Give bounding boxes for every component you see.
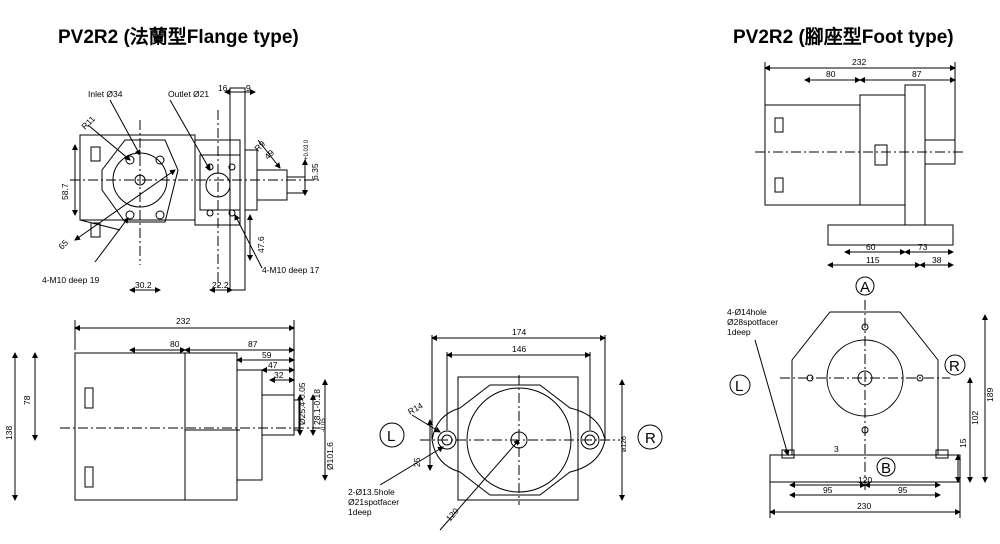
dim-146: 146 <box>512 344 526 354</box>
dim-r11: R11 <box>79 114 97 132</box>
dim-9: 9 <box>246 83 251 93</box>
dim-138: 138 <box>4 426 14 440</box>
dim-126: ø126 <box>621 436 628 452</box>
dim-6-35: 6.35 <box>310 163 320 180</box>
dim-120: 120 <box>444 506 461 524</box>
foot-dim-102: 102 <box>970 411 980 425</box>
foot-dim-15: 15 <box>958 438 968 448</box>
dim-78: 78 <box>22 395 32 405</box>
port-r-label: R <box>645 430 656 447</box>
flange-top-labels: Inlet Ø34 Outlet Ø21 16 9 R11 R9 49 58.7… <box>42 83 320 290</box>
port-l-label: L <box>387 428 395 445</box>
foot-dim-3: 3 <box>834 444 839 454</box>
foot-type-title: PV2R2 (腳座型Foot type) <box>733 27 954 48</box>
dim-25: 25 <box>412 457 422 467</box>
dim-174: 174 <box>512 327 526 337</box>
flange-front-view <box>379 335 663 531</box>
dim-59: 59 <box>262 350 272 360</box>
foot-front-labels: A B L R 4-Ø14hole Ø28spotfacer 1deep 189… <box>727 279 995 511</box>
dim-6-35-tol: +0.03 0 <box>304 139 310 160</box>
dim-49: 49 <box>262 147 276 161</box>
flange-side-labels: 232 80 87 59 47 32 78 138 Ø25.4-0.05 28.… <box>4 316 335 470</box>
dim-25-4: Ø25.4-0.05 <box>297 382 307 425</box>
hole-label-3: 1deep <box>348 507 372 517</box>
foot-port-r-label: R <box>949 358 960 375</box>
foot-port-l-label: L <box>735 378 743 395</box>
dim-22-2: 22.2 <box>212 280 229 290</box>
foot-front-view <box>729 276 988 518</box>
dim-58-7: 58.7 <box>60 183 70 200</box>
foot-top-view <box>755 62 965 268</box>
dim-16: 16 <box>218 83 228 93</box>
dim-65: 65 <box>56 237 70 251</box>
outlet-label: Outlet Ø21 <box>168 89 209 99</box>
flange-type-title: PV2R2 (法蘭型Flange type) <box>58 27 299 48</box>
mark-b-label: B <box>881 460 891 477</box>
foot-dim-230: 230 <box>857 501 871 511</box>
dim-101-6-tol: -0.05 <box>321 418 327 432</box>
dim-28-1: 28.1-0.18 <box>312 389 322 425</box>
dim-87: 87 <box>248 339 258 349</box>
dim-80: 80 <box>170 339 180 349</box>
m10-deep17-label: 4-M10 deep 17 <box>262 265 319 275</box>
foot-dim-87: 87 <box>912 69 922 79</box>
inlet-label: Inlet Ø34 <box>88 89 123 99</box>
m10-deep19-label: 4-M10 deep 19 <box>42 275 99 285</box>
dim-101-6: Ø101.6 <box>325 442 335 470</box>
flange-top-view <box>70 87 320 293</box>
dim-47-6: 47.6 <box>256 236 266 253</box>
foot-dim-38: 38 <box>932 255 942 265</box>
foot-dim-120: 120 <box>858 475 872 485</box>
flange-side-view <box>12 320 328 501</box>
foot-hole-label-1: 4-Ø14hole <box>727 307 767 317</box>
flange-front-labels: 174 146 R14 25 ø126 120 L R 2-Ø13.5hole … <box>348 327 656 523</box>
mark-a-label: A <box>860 279 870 296</box>
hole-label-2: Ø21spotfacer <box>348 497 399 507</box>
foot-dim-232: 232 <box>852 57 866 67</box>
dim-32: 32 <box>274 370 284 380</box>
foot-dim-115: 115 <box>866 255 880 265</box>
foot-hole-label-3: 1deep <box>727 327 751 337</box>
foot-dim-60: 60 <box>866 242 876 252</box>
dim-47: 47 <box>268 360 278 370</box>
foot-dim-189: 189 <box>985 388 995 402</box>
hole-label-1: 2-Ø13.5hole <box>348 487 395 497</box>
dim-232: 232 <box>176 316 190 326</box>
foot-top-labels: 232 80 87 60 73 115 38 <box>826 57 942 265</box>
foot-dim-80: 80 <box>826 69 836 79</box>
foot-dim-95-left: 95 <box>823 485 833 495</box>
foot-dim-73: 73 <box>918 242 928 252</box>
foot-hole-label-2: Ø28spotfacer <box>727 317 778 327</box>
dim-r14: R14 <box>406 400 425 417</box>
dim-30-2: 30.2 <box>135 280 152 290</box>
foot-dim-95-right: 95 <box>898 485 908 495</box>
